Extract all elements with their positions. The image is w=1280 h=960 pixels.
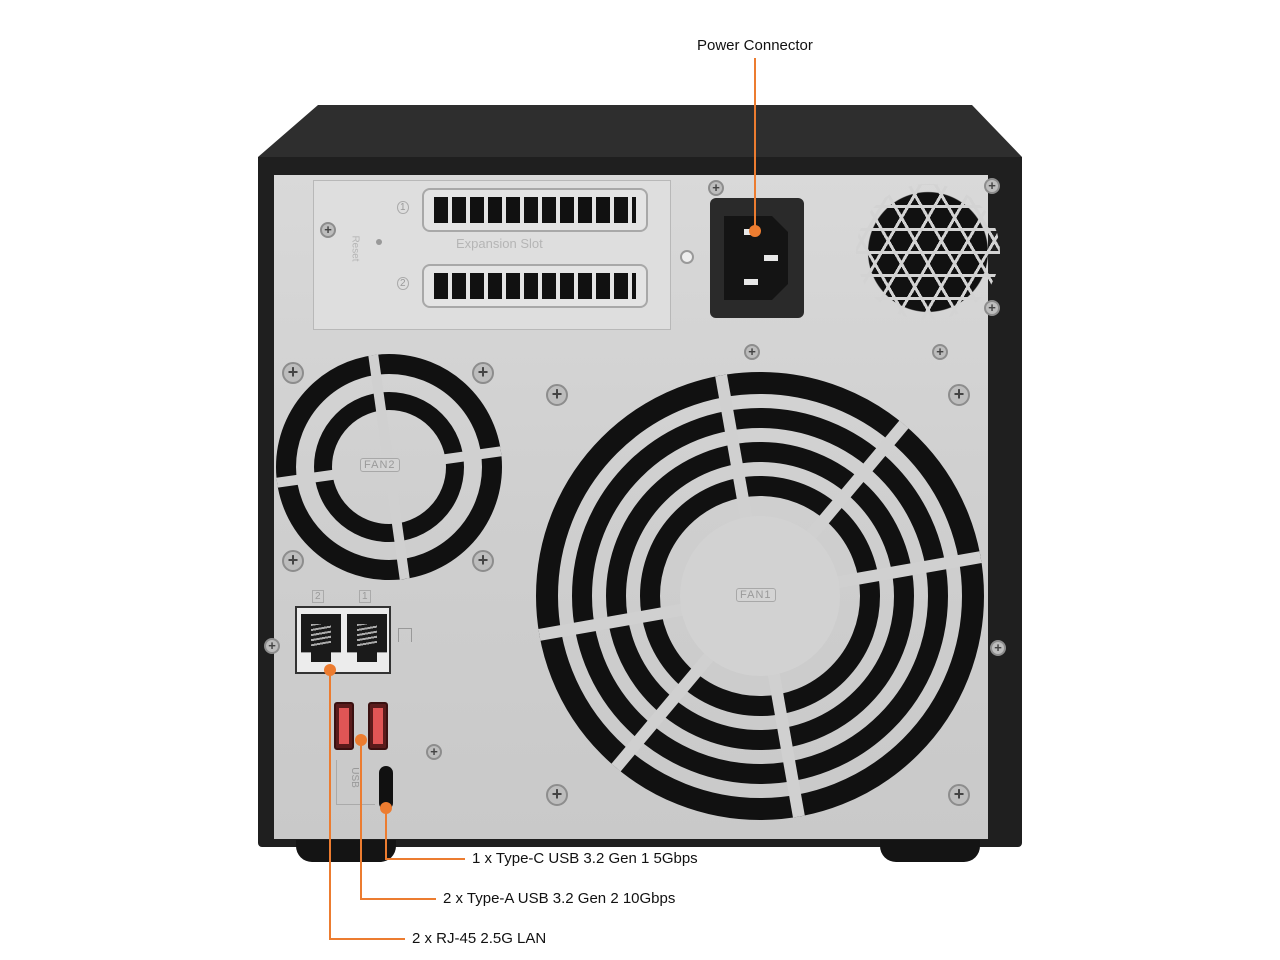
lan-1-number: 1: [359, 590, 371, 603]
expansion-slot-bracket: Expansion Slot 1 2 Reset: [313, 180, 671, 330]
usb-tongue: [373, 708, 383, 744]
screw-icon: +: [472, 362, 494, 384]
power-connector-label: Power Connector: [697, 37, 813, 54]
usb-a-callout-line: [360, 740, 362, 900]
expansion-slot-text: Expansion Slot: [456, 236, 543, 251]
screw-icon: +: [426, 744, 442, 760]
lan-2-number: 2: [312, 590, 324, 603]
usb-label: USB: [348, 767, 360, 788]
usb-tongue: [339, 708, 349, 744]
mount-hole: [680, 250, 694, 264]
network-icon: [398, 628, 412, 642]
power-connector[interactable]: [710, 198, 804, 318]
honeycomb-grille: [856, 184, 1000, 320]
fan2-grille: FAN2: [276, 354, 502, 580]
power-callout-dot: [749, 225, 761, 237]
foot-left: [296, 840, 396, 862]
screw-icon: +: [948, 784, 970, 806]
screw-icon: +: [948, 384, 970, 406]
expansion-slot-2: [422, 264, 648, 308]
screw-icon: +: [708, 180, 724, 196]
screw-icon: +: [282, 362, 304, 384]
screw-icon: +: [990, 640, 1006, 656]
screw-icon: +: [472, 550, 494, 572]
lan-callout-line: [329, 938, 405, 940]
screw-icon: +: [320, 222, 336, 238]
fan2-label: FAN2: [360, 458, 400, 472]
power-pin: [744, 279, 758, 285]
screw-icon: +: [546, 784, 568, 806]
screw-icon: +: [546, 384, 568, 406]
usb-c-callout-line: [385, 858, 465, 860]
foot-right: [880, 840, 980, 862]
expansion-slot-1: [422, 188, 648, 232]
screw-icon: +: [264, 638, 280, 654]
fan1-label: FAN1: [736, 588, 776, 602]
lan-ports: [295, 606, 391, 674]
reset-button[interactable]: [376, 239, 382, 245]
usb-a-label: 2 x Type-A USB 3.2 Gen 2 10Gbps: [443, 890, 676, 907]
slot-2-number: 2: [397, 277, 409, 290]
fan1-grille: FAN1: [536, 372, 984, 820]
screw-icon: +: [984, 178, 1000, 194]
screw-icon: +: [744, 344, 760, 360]
slot-1-number: 1: [397, 201, 409, 214]
lan-label: 2 x RJ-45 2.5G LAN: [412, 930, 547, 947]
right-rail: [988, 175, 1008, 839]
power-callout-line: [754, 58, 756, 230]
usb-bracket-mark: [336, 760, 375, 805]
power-pin: [764, 255, 778, 261]
vent-holes: [434, 197, 636, 223]
screw-icon: +: [282, 550, 304, 572]
usb-c-label: 1 x Type-C USB 3.2 Gen 1 5Gbps: [472, 850, 698, 867]
reset-label: Reset: [349, 235, 361, 262]
usb-a-port-1[interactable]: [334, 702, 354, 750]
usb-c-port[interactable]: [379, 766, 393, 810]
vent-holes: [434, 273, 636, 299]
psu-fan-vent: [856, 184, 1000, 320]
usb-a-port-2[interactable]: [368, 702, 388, 750]
rj45-port-2[interactable]: [301, 614, 341, 662]
screw-icon: +: [932, 344, 948, 360]
lan-callout-line: [329, 670, 331, 940]
rj45-port-1[interactable]: [347, 614, 387, 662]
rj45-pins: [311, 624, 331, 646]
rj45-pins: [357, 624, 377, 646]
usb-c-callout-line: [385, 808, 387, 860]
screw-icon: +: [984, 300, 1000, 316]
usb-a-callout-line: [360, 898, 436, 900]
